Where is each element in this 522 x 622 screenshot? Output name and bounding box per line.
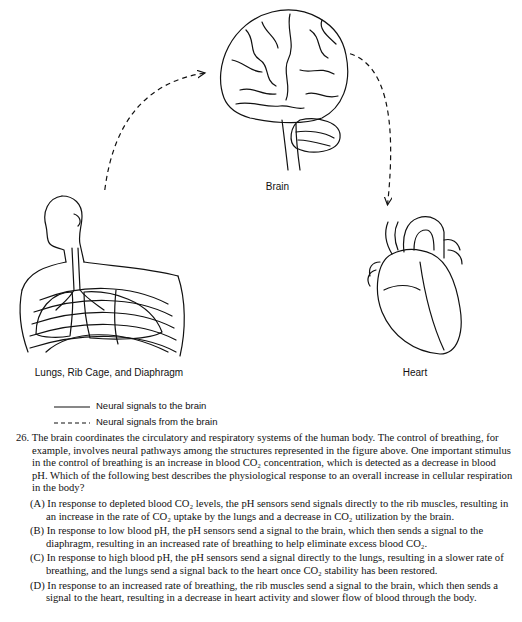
answer-option: (C) In response to high blood pH, the pH…: [16, 552, 514, 577]
legend-text: Neural signals to the brain: [96, 400, 206, 411]
illustration-node: Lungs, Rib Cage, and Diaphragm: [4, 190, 214, 378]
neural-signal-arrow: [105, 73, 205, 190]
neural-signal-arrow: [350, 54, 391, 205]
node-label: Brain: [205, 181, 350, 192]
brain-drawing: [221, 10, 348, 170]
question-text: 26. The brain coordinates the circulator…: [16, 432, 514, 495]
torso-drawing: [20, 196, 184, 356]
illustration-node: Heart: [360, 205, 470, 378]
node-label: Lungs, Rib Cage, and Diaphragm: [4, 367, 214, 378]
illustration-node: Brain: [205, 0, 350, 192]
heart-drawing: [368, 217, 462, 354]
legend-text: Neural signals from the brain: [96, 416, 217, 427]
question-block: 26. The brain coordinates the circulator…: [16, 432, 514, 607]
answer-option: (B) In response to low blood pH, the pH …: [16, 525, 514, 550]
legend-line-sample: [52, 418, 92, 428]
answer-option: (D) In response to an increased rate of …: [16, 580, 514, 605]
legend-line-sample: [52, 402, 92, 412]
node-label: Heart: [360, 367, 470, 378]
answer-option: (A) In response to depleted blood CO₂ le…: [16, 498, 514, 523]
